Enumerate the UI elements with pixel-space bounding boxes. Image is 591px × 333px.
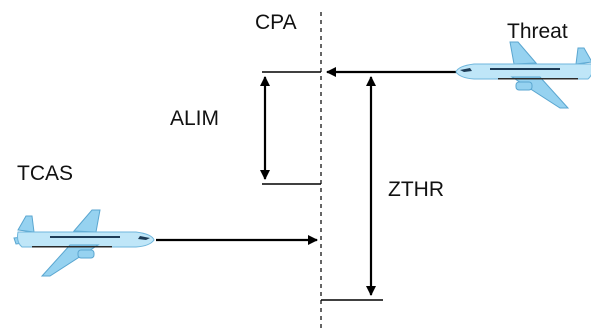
cpa-label: CPA	[255, 11, 297, 34]
threat-aircraft-icon	[455, 41, 591, 109]
threat-label: Threat	[507, 20, 568, 43]
zthr-label: ZTHR	[388, 178, 444, 201]
tcas-aircraft-icon	[13, 209, 155, 277]
tcas-label: TCAS	[17, 162, 73, 185]
alim-label: ALIM	[170, 107, 219, 130]
